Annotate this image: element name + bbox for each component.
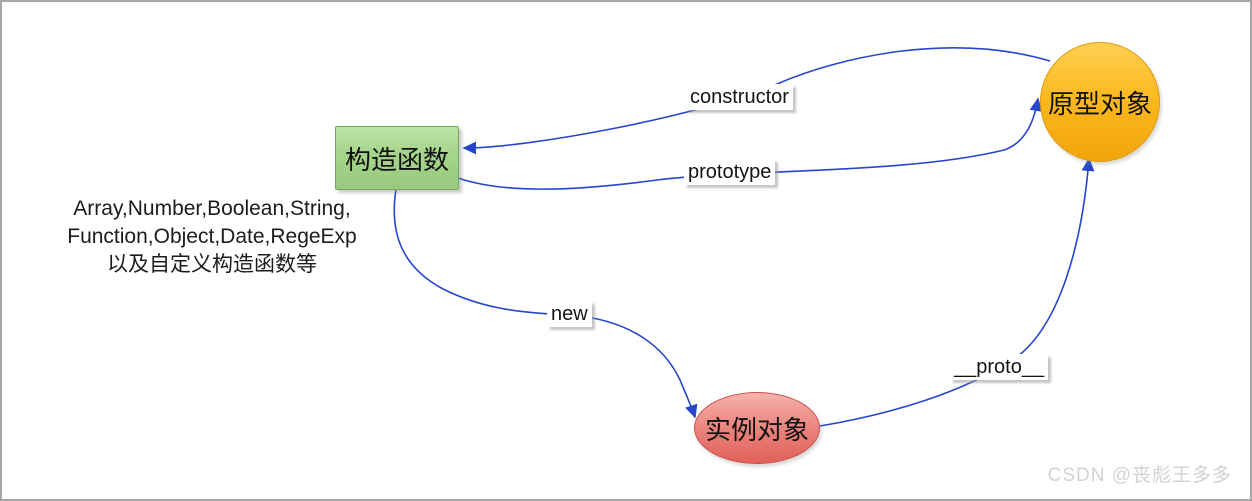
note-line-3: 以及自定义构造函数等 xyxy=(107,253,317,276)
note-line-2: Function,Object,Date,RegeExp xyxy=(67,225,357,248)
node-prototype-object-label: 原型对象 xyxy=(1047,88,1152,119)
node-instance-object: 实例对象 xyxy=(694,392,820,464)
edge-label-prototype: prototype xyxy=(684,159,776,185)
note-line-1: Array,Number,Boolean,String, xyxy=(73,197,351,220)
node-instance-object-label: 实例对象 xyxy=(704,414,809,445)
edge-label-new: new xyxy=(547,301,592,327)
node-prototype-object: 原型对象 xyxy=(1040,42,1160,162)
node-constructor-function: 构造函数 xyxy=(335,126,459,190)
builtin-constructors-note: Array,Number,Boolean,String, Function,Ob… xyxy=(32,195,392,279)
node-constructor-function-label: 构造函数 xyxy=(344,144,449,175)
csdn-watermark: CSDN @丧彪王多多 xyxy=(1047,465,1232,486)
edge-label-constructor: constructor xyxy=(686,84,793,110)
edge-label-proto: __proto__ xyxy=(950,354,1049,380)
edge-proto-arrow xyxy=(819,157,1095,427)
edge-new-arrow xyxy=(393,188,698,419)
